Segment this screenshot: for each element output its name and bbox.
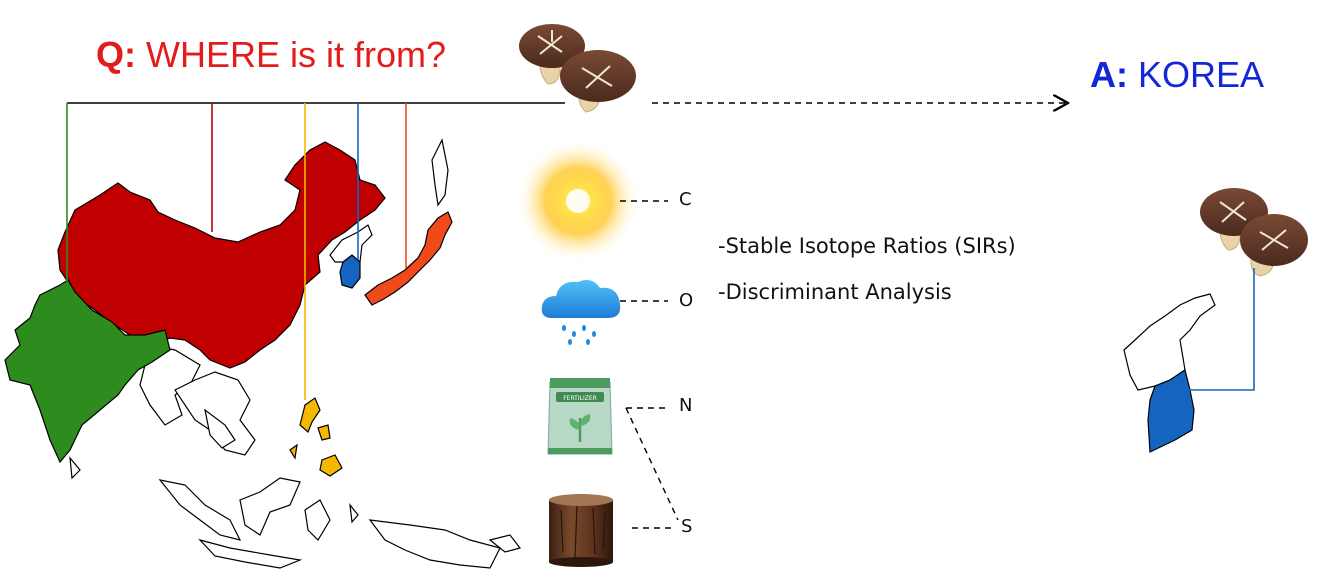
question-prefix: Q: [96, 34, 136, 75]
shiitake-mushroom-icon [519, 24, 636, 113]
element-connector-lines [620, 200, 679, 529]
svg-text:FERTILIZER: FERTILIZER [563, 395, 597, 402]
sun-icon [518, 141, 638, 261]
origin-connector-lines [66, 102, 565, 400]
korea-south-region [1147, 369, 1195, 453]
answer-title: A: KOREA [1090, 54, 1264, 96]
answer-prefix: A: [1090, 54, 1128, 95]
log-icon [549, 494, 613, 567]
asia-map [4, 138, 522, 569]
result-mushroom-icon [1200, 188, 1308, 277]
element-label-s: S [681, 516, 693, 537]
question-title: Q: WHERE is it from? [96, 34, 446, 76]
element-label-o: O [679, 290, 694, 311]
korea-connector-line [1188, 268, 1255, 391]
india-region [4, 279, 171, 464]
rain-cloud-icon [541, 280, 621, 345]
method-discriminant-analysis: -Discriminant Analysis [718, 280, 952, 304]
element-label-c: C [679, 189, 692, 210]
method-sirs: -Stable Isotope Ratios (SIRs) [718, 234, 1016, 258]
japan-region [364, 211, 453, 306]
philippines-region [289, 397, 343, 477]
question-text: WHERE is it from? [136, 34, 447, 75]
southeast-asia-outline [69, 344, 522, 569]
korea-peninsula [1123, 293, 1216, 453]
answer-text: KOREA [1128, 54, 1265, 95]
element-label-n: N [679, 395, 693, 416]
fertilizer-bag-icon: FERTILIZER [547, 378, 613, 455]
